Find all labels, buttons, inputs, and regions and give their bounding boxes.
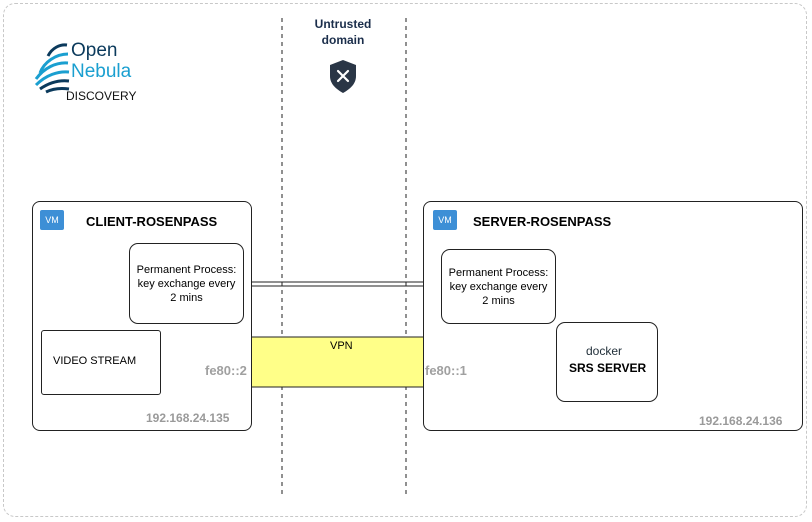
client-ip: 192.168.24.135: [146, 411, 230, 425]
diagram-frame: [3, 3, 807, 517]
opennebula-logo-icon: [34, 43, 70, 94]
untrusted-line-2: domain: [321, 33, 365, 47]
video-stream-box: [41, 330, 161, 395]
server-tunnel-address: fe80::1: [425, 363, 467, 378]
client-vm-title: CLIENT-ROSENPASS: [86, 214, 218, 229]
srs-server-box: [556, 322, 658, 402]
client-vm-badge: VM: [40, 210, 64, 230]
srs-server-label: SRS SERVER: [569, 361, 647, 375]
brand-subtitle: DISCOVERY: [66, 89, 137, 103]
video-stream-label: VIDEO STREAM: [53, 355, 137, 367]
server-process-text: Permanent Process: key exchange every 2 …: [448, 266, 549, 307]
server-ip: 192.168.24.136: [699, 414, 783, 428]
server-vm-badge: VM: [433, 210, 457, 230]
brand-word-nebula: Nebula: [71, 61, 132, 82]
shield-x-icon: [330, 60, 356, 93]
untrusted-line-1: Untrusted: [314, 17, 372, 31]
client-tunnel-address: fe80::2: [205, 363, 247, 378]
client-process-box: Permanent Process: key exchange every 2 …: [129, 243, 244, 324]
untrusted-domain-label: Untrusted domain: [300, 16, 386, 48]
brand-word-open: Open: [71, 40, 118, 61]
vpn-label: VPN: [330, 340, 353, 352]
client-process-text: Permanent Process: key exchange every 2 …: [136, 263, 237, 304]
server-process-box: Permanent Process: key exchange every 2 …: [441, 249, 556, 324]
docker-label: docker: [586, 344, 623, 358]
server-vm-title: SERVER-ROSENPASS: [473, 214, 612, 229]
